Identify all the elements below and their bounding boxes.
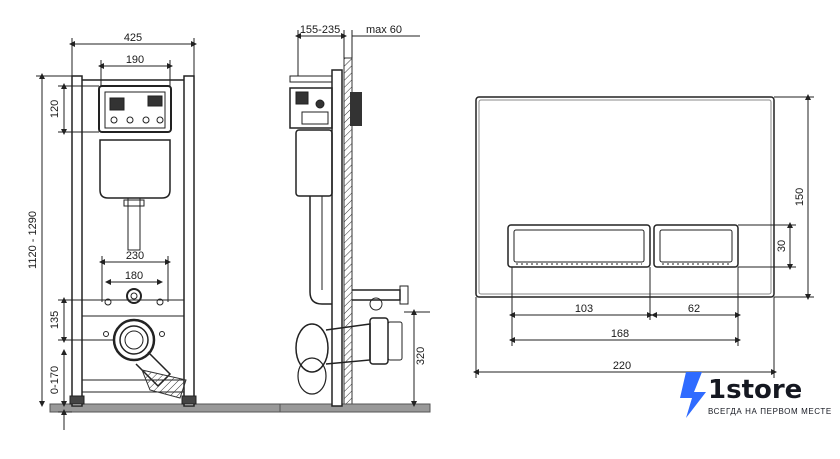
dim-panel-width: 190 (126, 54, 144, 66)
dim-depth-range: 155-235 (300, 24, 340, 36)
cistern (99, 139, 171, 199)
logo-tagline: ВСЕГДА НА ПЕРВОМ МЕСТЕ (708, 407, 832, 416)
button-plate (475, 96, 775, 298)
flush-panel (98, 85, 172, 133)
water-inlet (126, 288, 142, 304)
flush-button-small (653, 224, 739, 268)
frame-left (71, 75, 83, 407)
dim-side-outlet-height: 320 (415, 347, 427, 365)
dim-plate-width: 220 (613, 360, 631, 372)
dim-plate-height: 150 (794, 188, 806, 206)
dim-leg-adjust: 0-170 (49, 366, 61, 394)
dim-pipe-spacing-inner: 180 (125, 270, 143, 282)
dim-button-left: 103 (575, 303, 593, 315)
dim-panel-height: 120 (49, 100, 61, 118)
button-plate-view (473, 94, 814, 378)
lightning-icon (680, 372, 706, 418)
dim-button-height: 30 (776, 240, 788, 252)
dim-pipe-spacing-outer: 230 (126, 250, 144, 262)
frame-right (183, 75, 195, 407)
brand-logo: 1store ВСЕГДА НА ПЕРВОМ МЕСТЕ (680, 372, 832, 418)
drop-pipe (127, 197, 141, 251)
side-view (279, 30, 431, 413)
dim-buttons-total: 168 (611, 328, 629, 340)
flush-button-large (507, 224, 651, 268)
dim-frame-width: 425 (124, 32, 142, 44)
dim-height-range: 1120 - 1290 (27, 211, 39, 269)
front-view (36, 38, 431, 430)
logo-brand: 1store (708, 375, 802, 405)
dim-wall-max: max 60 (366, 24, 402, 36)
dim-outlet-height: 135 (49, 311, 61, 329)
dim-button-right: 62 (688, 303, 700, 315)
